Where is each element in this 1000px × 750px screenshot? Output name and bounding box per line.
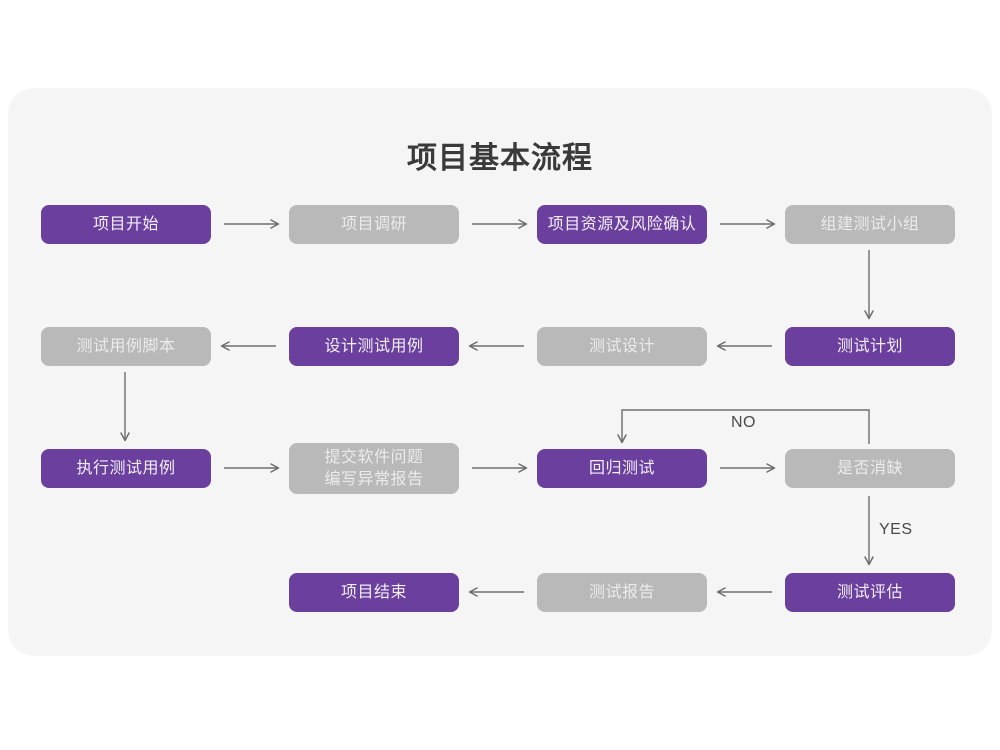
node-label: 执行测试用例 xyxy=(76,459,176,477)
node-label: 测试评估 xyxy=(836,583,903,601)
node-project-start[interactable]: 项目开始 xyxy=(41,205,211,244)
node-project-end[interactable]: 项目结束 xyxy=(289,573,459,612)
node-regression-test[interactable]: 回归测试 xyxy=(537,449,707,488)
node-label: 项目结束 xyxy=(340,583,407,601)
node-resource-risk-confirm[interactable]: 项目资源及风险确认 xyxy=(537,205,707,244)
node-label: 组建测试小组 xyxy=(820,215,920,233)
node-label: 项目开始 xyxy=(92,215,159,233)
node-test-report[interactable]: 测试报告 xyxy=(537,573,707,612)
node-test-design[interactable]: 测试设计 xyxy=(537,327,707,366)
edge-label-no: NO xyxy=(731,414,756,431)
node-label: 测试报告 xyxy=(588,583,655,601)
node-build-test-team[interactable]: 组建测试小组 xyxy=(785,205,955,244)
node-label: 测试用例脚本 xyxy=(76,337,176,355)
page-title: 项目基本流程 xyxy=(407,142,593,175)
node-submit-issue-report[interactable]: 提交软件问题 编写异常报告 xyxy=(289,443,459,494)
node-label-line2: 编写异常报告 xyxy=(324,470,424,488)
node-design-test-case[interactable]: 设计测试用例 xyxy=(289,327,459,366)
node-label: 测试设计 xyxy=(588,337,655,355)
node-project-research[interactable]: 项目调研 xyxy=(289,205,459,244)
node-label: 回归测试 xyxy=(588,459,655,477)
node-defect-cleared[interactable]: 是否消缺 xyxy=(785,449,955,488)
node-test-plan[interactable]: 测试计划 xyxy=(785,327,955,366)
node-label: 测试计划 xyxy=(836,337,903,355)
node-label: 设计测试用例 xyxy=(324,337,424,355)
node-label-line1: 提交软件问题 xyxy=(324,448,424,466)
edge-label-yes: YES xyxy=(879,521,913,538)
node-label: 是否消缺 xyxy=(836,459,903,477)
node-label: 项目资源及风险确认 xyxy=(547,215,697,233)
node-label: 项目调研 xyxy=(340,215,407,233)
node-test-evaluation[interactable]: 测试评估 xyxy=(785,573,955,612)
node-execute-test-case[interactable]: 执行测试用例 xyxy=(41,449,211,488)
flowchart-panel xyxy=(8,88,992,656)
node-test-case-script[interactable]: 测试用例脚本 xyxy=(41,327,211,366)
